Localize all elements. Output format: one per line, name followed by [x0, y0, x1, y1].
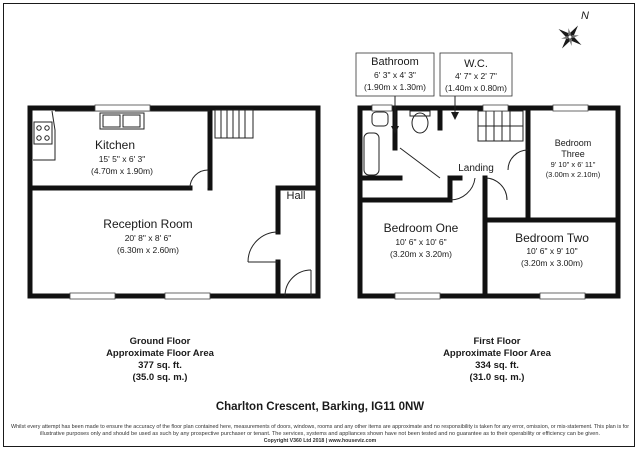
kitchen-dimensions-imperial: 15' 5" x 6' 3": [99, 154, 146, 164]
ground-floor-area-label: Approximate Floor Area: [106, 348, 215, 359]
landing-name: Landing: [458, 163, 494, 174]
reception-name: Reception Room: [103, 217, 192, 231]
disclaimer-line-1: Whilst every attempt has been made to en…: [11, 424, 629, 430]
ground-floor-area-sqft: 377 sq. ft.: [138, 360, 182, 371]
bedroom-two-dimensions-metric: (3.20m x 3.00m): [521, 258, 583, 268]
bedroom-two-window: [539, 292, 586, 300]
reception-dimensions-metric: (6.30m x 2.60m): [117, 245, 179, 255]
ground-floor-title: Ground Floor: [130, 336, 191, 347]
first-floor-title: First Floor: [474, 336, 521, 347]
toilet-icon: [411, 112, 429, 134]
reception-door-swing: [247, 231, 279, 263]
kitchen-window: [94, 104, 151, 112]
basin-icon: [371, 111, 389, 127]
bathroom-dimensions-metric: (1.90m x 1.30m): [364, 82, 426, 92]
bedroom-two-name: Bedroom Two: [515, 231, 589, 245]
compass-north-label: N: [581, 10, 589, 22]
page-frame: [3, 3, 635, 447]
bedroom-three-name-line1: Bedroom: [555, 138, 592, 148]
first-floor-area-sqft: 334 sq. ft.: [475, 360, 519, 371]
first-floor-area-sqm: (31.0 sq. m.): [470, 372, 525, 383]
landing-window: [482, 104, 509, 112]
ground-outer-wall: [27, 105, 321, 299]
bedroom-two-door-swing: [484, 177, 508, 201]
bedroom-one-dimensions-imperial: 10' 6" x 10' 6": [395, 237, 446, 247]
property-address: Charlton Crescent, Barking, IG11 0NW: [216, 401, 424, 413]
bedroom-three-name-line2: Three: [561, 149, 585, 159]
first-stairs: [477, 110, 524, 142]
reception-dimensions-imperial: 20' 8" x 8' 6": [125, 233, 172, 243]
hall-name: Hall: [287, 190, 306, 202]
bedroom-one-door-swing: [449, 177, 476, 201]
bedroom-one-dimensions-metric: (3.20m x 3.20m): [390, 249, 452, 259]
disclaimer-line-2: illustrative purposes only and should be…: [40, 431, 600, 437]
ground-floor-area-sqm: (35.0 sq. m.): [133, 372, 188, 383]
wc-dimensions-metric: (1.40m x 0.80m): [445, 83, 507, 93]
wc-dimensions-imperial: 4' 7" x 2' 7": [455, 71, 497, 81]
reception-window-left: [69, 292, 116, 300]
bathroom-label-box: [355, 52, 435, 97]
sink-icon: [99, 112, 145, 130]
kitchen-dimensions-metric: (4.70m x 1.90m): [91, 166, 153, 176]
copyright-line: Copyright V360 Ltd 2018 | www.houseviz.c…: [264, 438, 377, 444]
bedroom-three-window: [552, 104, 589, 112]
reception-window-right: [164, 292, 211, 300]
bedroom-three-door-swing: [507, 149, 529, 171]
hob-icon: [33, 121, 53, 145]
bathroom-name: Bathroom: [371, 56, 419, 68]
bath-icon: [363, 132, 380, 176]
kitchen-units: [33, 110, 210, 161]
ground-floor-plan: [27, 104, 321, 300]
bathroom-dimensions-imperial: 6' 3" x 4' 3": [374, 70, 416, 80]
wc-name: W.C.: [464, 58, 488, 70]
bedroom-three-dimensions-imperial: 9' 10" x 6' 11": [551, 160, 596, 169]
bedroom-one-window: [394, 292, 441, 300]
front-door-swing: [284, 269, 312, 297]
kitchen-name: Kitchen: [95, 138, 135, 152]
compass-icon: [558, 25, 582, 49]
first-floor-plan: [357, 96, 621, 300]
bedroom-one-name: Bedroom One: [384, 221, 459, 235]
ground-stairs: [214, 109, 254, 139]
bedroom-two-dimensions-imperial: 10' 6" x 9' 10": [526, 246, 577, 256]
bedroom-three-dimensions-metric: (3.00m x 2.10m): [546, 170, 601, 179]
bathroom-window: [371, 104, 393, 112]
kitchen-door-swing: [189, 169, 209, 189]
first-floor-area-label: Approximate Floor Area: [443, 348, 552, 359]
wc-label-box: [439, 52, 513, 97]
